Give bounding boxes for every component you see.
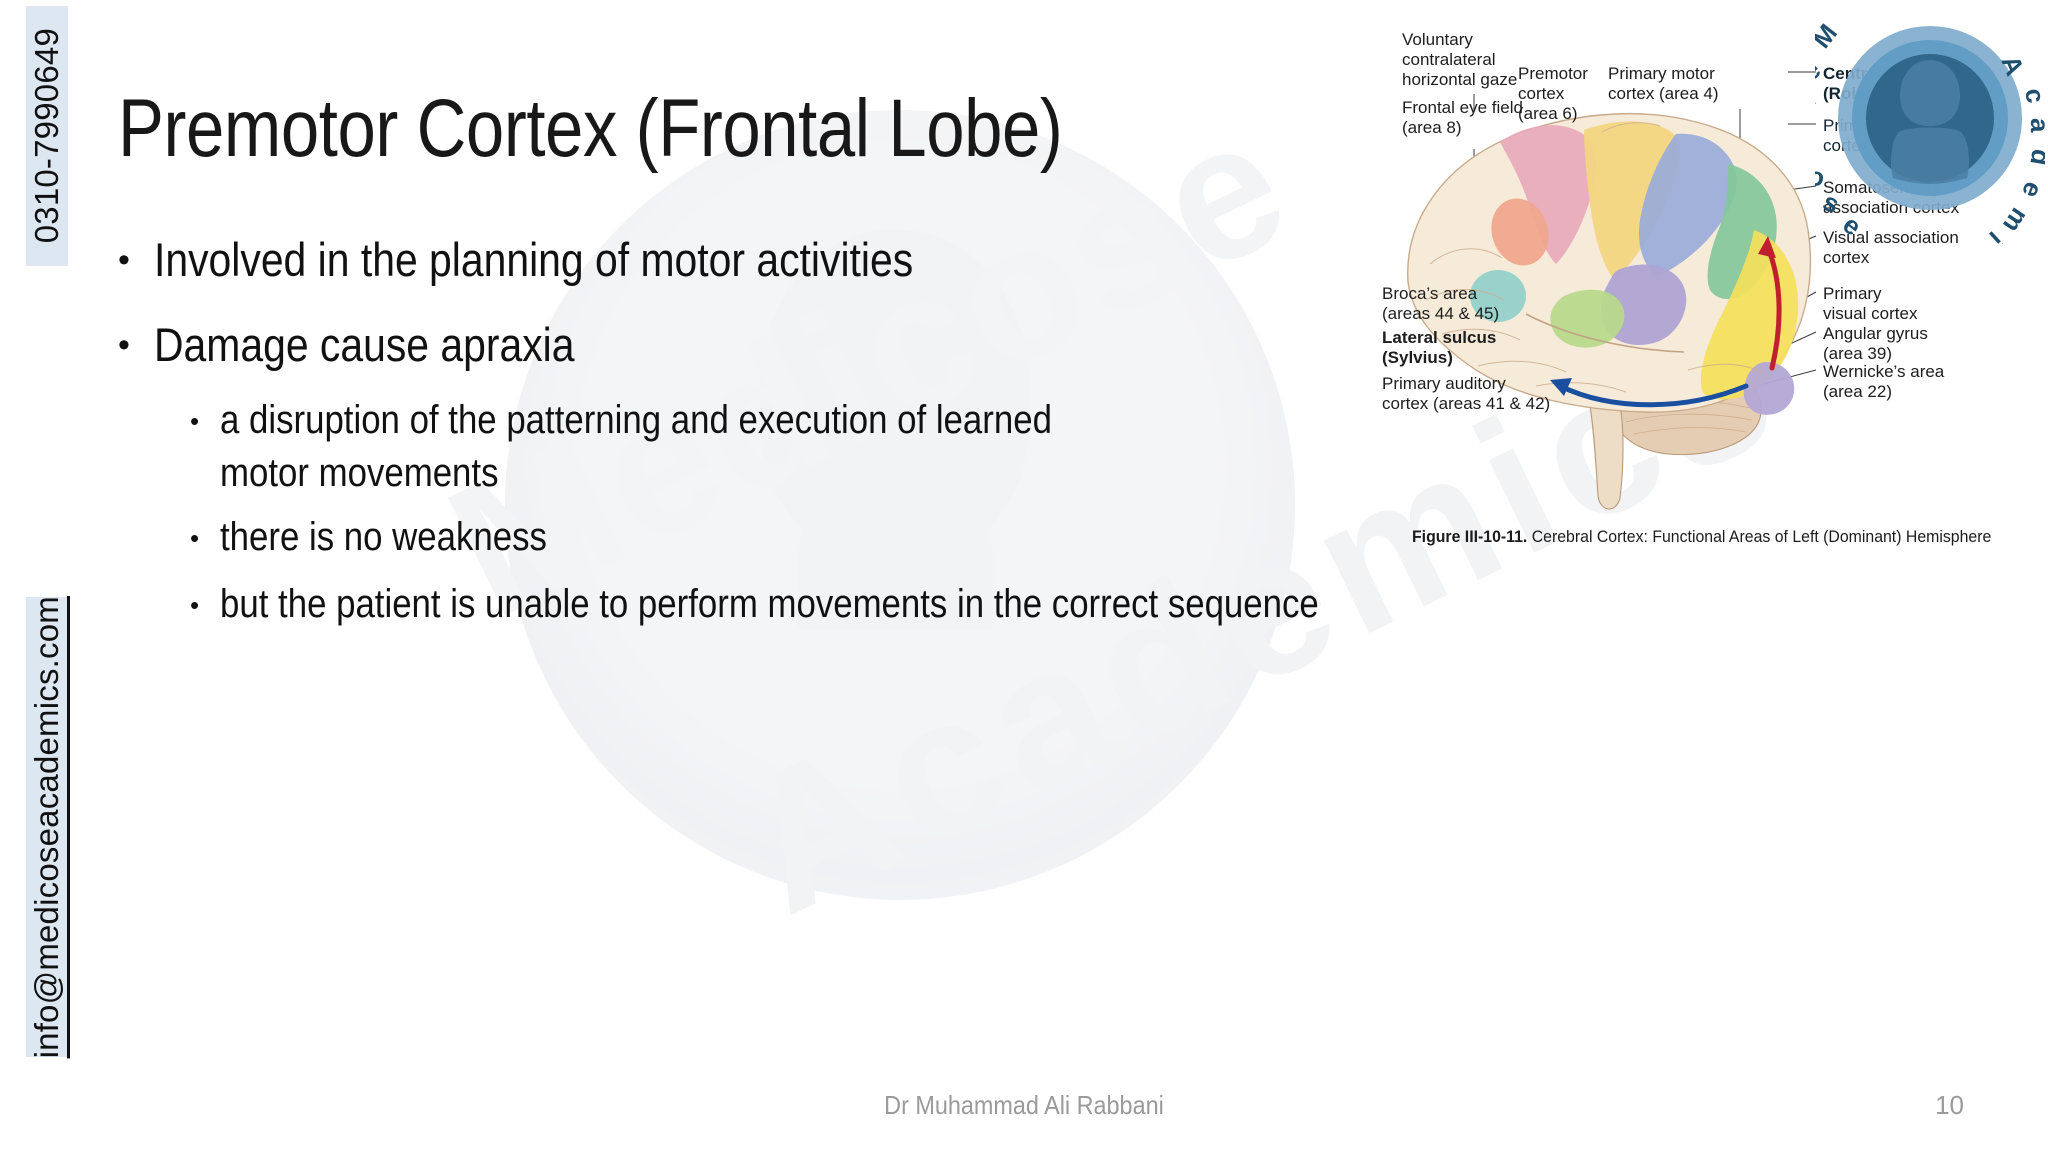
email-address-text: info@medicoseacademics.com <box>28 595 65 1059</box>
bullet-marker-icon: • <box>190 523 200 554</box>
list-item: • there is no weakness <box>190 511 1428 566</box>
figure-caption-number: Figure III-10-11. <box>1412 528 1528 546</box>
bullet-marker-icon: • <box>190 589 200 620</box>
bullet-marker-icon: • <box>190 405 200 436</box>
primary-visual-cortex-region <box>1743 362 1795 415</box>
label-primary-visual-cortex: Primary visual cortex <box>1823 284 1918 324</box>
lateral-sulcus-line <box>1525 313 1685 353</box>
list-item-label: Involved in the planning of motor activi… <box>154 233 914 286</box>
primary-auditory-cortex-region <box>1470 270 1526 322</box>
page-title: Premotor Cortex (Frontal Lobe) <box>118 83 1063 174</box>
phone-number-text: 0310-7990649 <box>28 28 65 244</box>
footer-author: Dr Muhammad Ali Rabbani <box>884 1090 1164 1120</box>
contact-email-strip[interactable]: info@medicoseacademics.com <box>26 595 68 1059</box>
label-premotor-cortex: Premotor cortex (area 6) <box>1518 64 1588 124</box>
figure-caption: Figure III-10-11. Cerebral Cortex: Funct… <box>1412 528 2007 547</box>
label-frontal-eye-field: Frontal eye field (area 8) <box>1402 98 1523 138</box>
primary-somatosensory-region <box>1638 133 1737 276</box>
list-item-label: a disruption of the patterning and execu… <box>220 397 1052 495</box>
label-primary-motor-cortex: Primary motor cortex (area 4) <box>1608 64 1719 104</box>
angular-gyrus-region <box>1550 289 1625 348</box>
red-arrow-icon <box>1758 236 1782 371</box>
bullet-marker-icon: • <box>118 241 130 279</box>
list-item: • Damage cause apraxia <box>118 313 1428 378</box>
list-item-label: but the patient is unable to perform mov… <box>220 581 1319 626</box>
brain-diagram-svg <box>1407 71 1817 510</box>
premotor-cortex-region <box>1500 125 1596 264</box>
gyri-lines <box>1425 122 1763 393</box>
primary-motor-cortex-region <box>1584 121 1680 280</box>
blue-arrow-icon <box>1550 378 1749 408</box>
label-primary-somatosensory: Primary somatosensory cortex (areas 3,1,… <box>1823 116 2002 156</box>
footer-page-number: 10 <box>1935 1090 1964 1120</box>
label-lateral-sulcus: Lateral sulcus (Sylvius) <box>1382 328 1497 368</box>
list-item-label: Damage cause apraxia <box>154 317 575 371</box>
label-brocas-area: Broca’s area (areas 44 & 45) <box>1382 284 1500 324</box>
list-item-label: there is no weakness <box>220 515 547 560</box>
contact-phone-strip[interactable]: 0310-7990649 <box>26 6 68 266</box>
list-item: • but the patient is unable to perform m… <box>190 578 1428 633</box>
frontal-eye-field-region <box>1491 198 1549 266</box>
label-voluntary-gaze: Voluntary contralateral horizontal gaze <box>1402 30 1518 90</box>
sub-bullet-list: • a disruption of the patterning and exe… <box>190 394 1428 633</box>
label-visual-association: Visual association cortex <box>1823 228 1959 268</box>
label-primary-auditory-cortex: Primary auditory cortex (areas 41 & 42) <box>1382 374 1551 414</box>
label-somatosensory-association: Somatosensory association cortex <box>1823 178 1960 218</box>
label-central-sulcus: Central sulcus (Rolando) <box>1823 64 1941 104</box>
list-item: • a disruption of the patterning and exe… <box>190 394 1428 500</box>
brain-diagram-figure: Voluntary contralateral horizontal gaze … <box>1368 14 2048 574</box>
brainstem-shape <box>1589 403 1624 510</box>
figure-caption-text: Cerebral Cortex: Functional Areas of Lef… <box>1527 528 1992 546</box>
bullet-marker-icon: • <box>118 325 130 364</box>
bullet-list: • Involved in the planning of motor acti… <box>118 228 1428 645</box>
label-wernickes-area: Wernicke’s area (area 22) <box>1823 362 1945 402</box>
label-angular-gyrus: Angular gyrus (area 39) <box>1823 324 1928 364</box>
list-item: • Involved in the planning of motor acti… <box>118 228 1428 293</box>
